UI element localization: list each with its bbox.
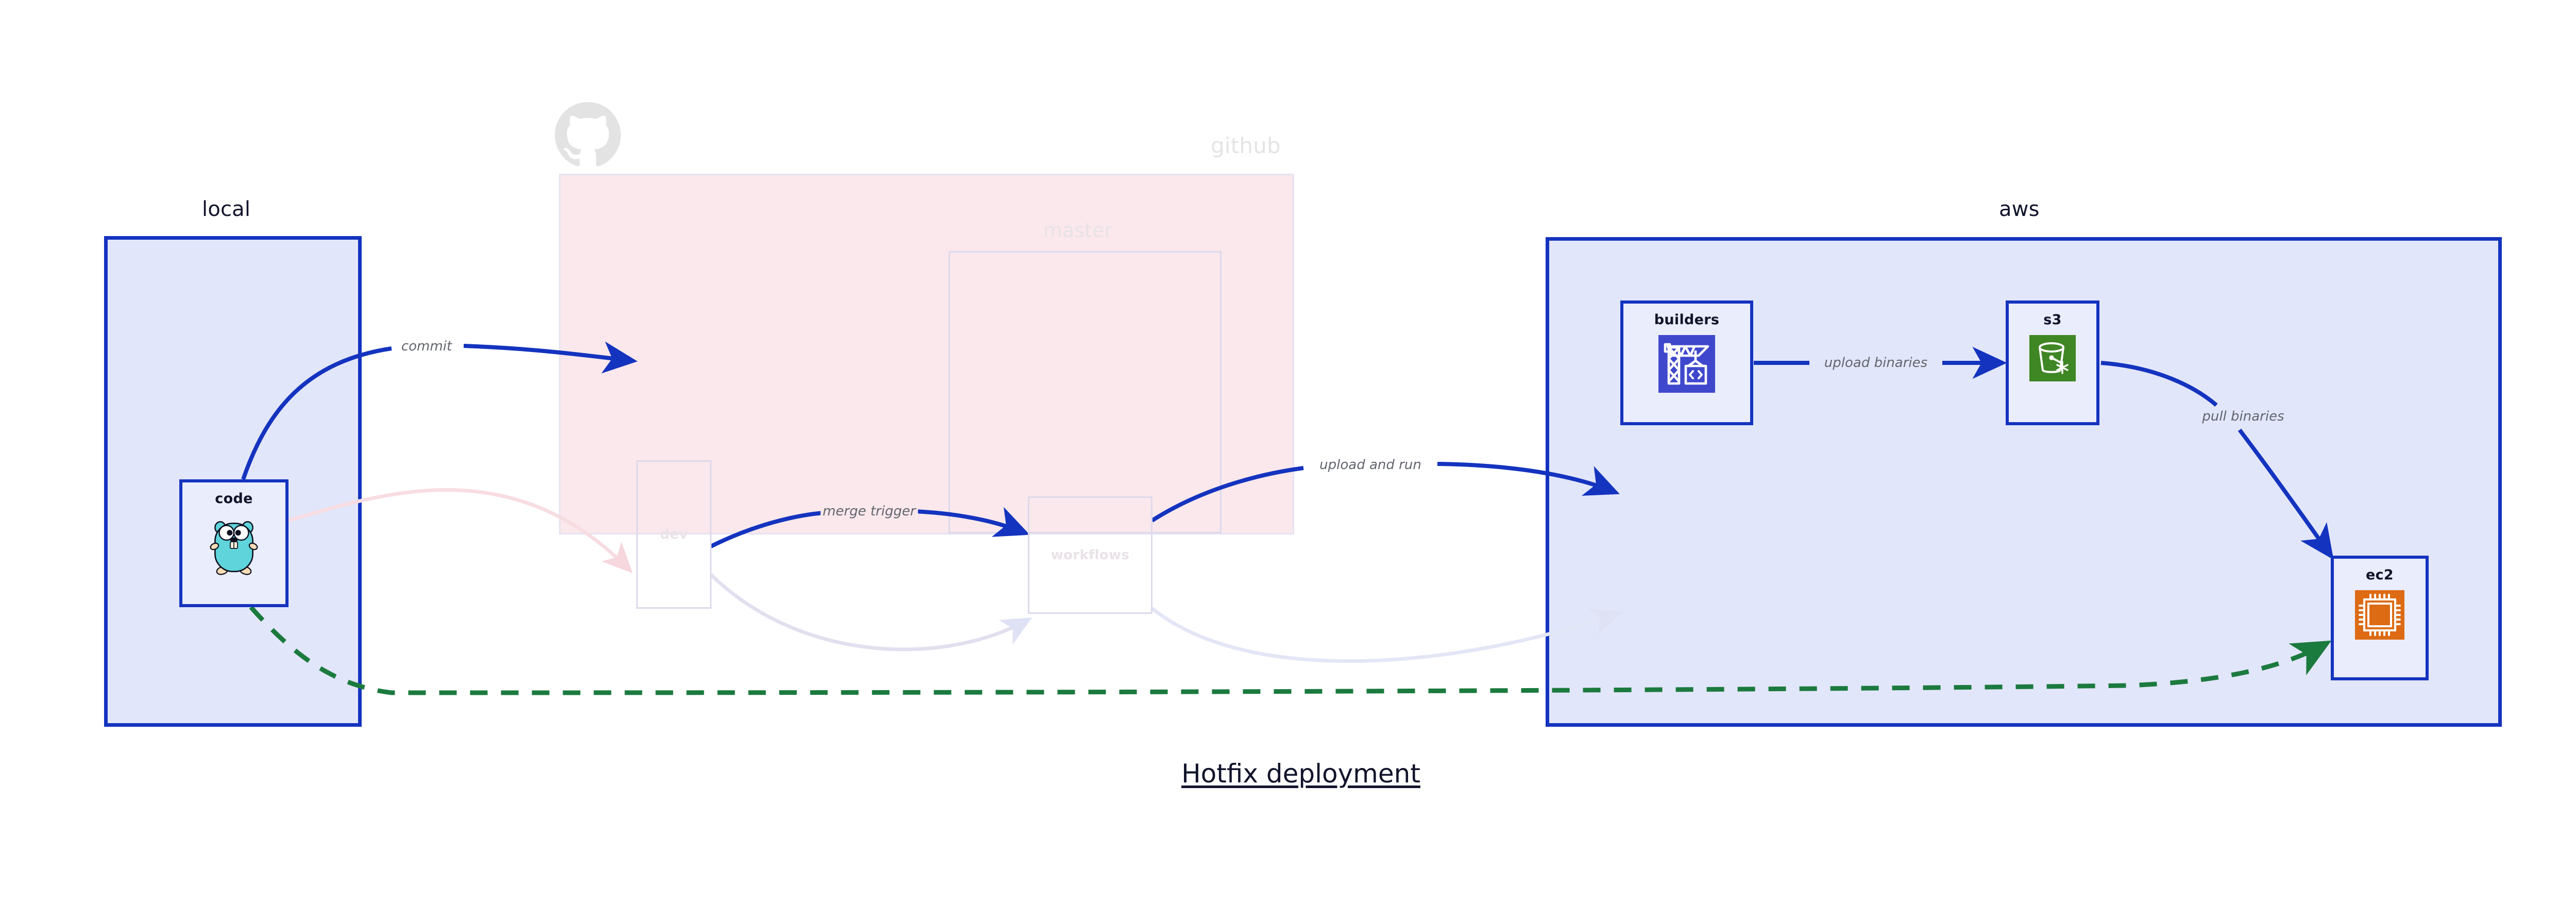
subgroup-master-label: master — [1043, 219, 1113, 242]
node-code-label: code — [215, 491, 253, 507]
node-dev-label: dev — [659, 527, 688, 542]
node-ec2[interactable]: ec2 — [2331, 556, 2429, 680]
node-ec2-label: ec2 — [2365, 567, 2394, 583]
github-octocat-icon — [555, 102, 621, 166]
diagram-title: Hotfix deployment — [1181, 759, 1420, 789]
aws-s3-icon — [2029, 335, 2076, 383]
node-dev[interactable]: dev — [636, 460, 711, 609]
node-s3-label: s3 — [2043, 312, 2062, 328]
ghost-edge-dev-to-workflows — [709, 573, 1032, 652]
node-code[interactable]: code — [179, 479, 289, 607]
edge-label-pull-binaries: pull binaries — [2200, 409, 2286, 424]
node-workflows[interactable]: workflows — [1028, 496, 1153, 614]
group-github-label: github — [1211, 133, 1281, 158]
aws-codebuild-icon — [1658, 335, 1715, 395]
edge-label-upload-binaries: upload binaries — [1822, 355, 1930, 371]
group-aws-label: aws — [1999, 197, 2040, 221]
node-builders[interactable]: builders — [1620, 300, 1753, 425]
edge-label-upload-and-run: upload and run — [1317, 457, 1423, 473]
group-local-label: local — [202, 197, 251, 221]
subgroup-master — [948, 251, 1222, 533]
go-gopher-icon — [207, 514, 261, 578]
aws-ec2-icon — [2355, 590, 2404, 642]
node-workflows-label: workflows — [1050, 547, 1130, 563]
edge-label-merge-trigger: merge trigger — [820, 504, 918, 519]
node-builders-label: builders — [1654, 312, 1720, 328]
node-s3[interactable]: s3 — [2006, 300, 2099, 425]
edge-label-commit: commit — [399, 339, 454, 354]
